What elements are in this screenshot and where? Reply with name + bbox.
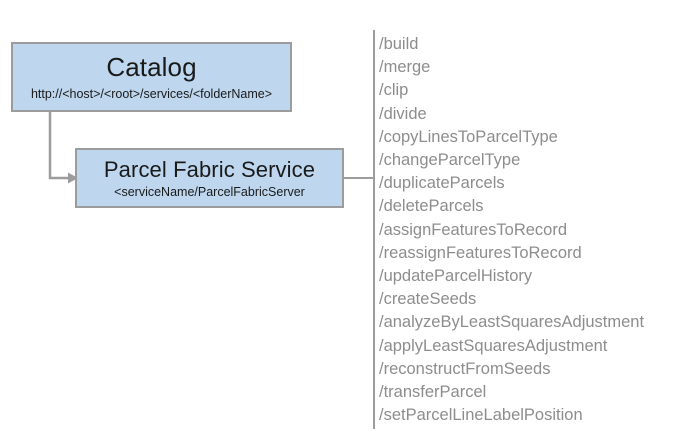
operation-item: /setParcelLineLabelPosition: [379, 406, 583, 425]
operation-item: /updateParcelHistory: [379, 267, 533, 286]
operation-item: /createSeeds: [379, 290, 477, 309]
operation-item: /applyLeastSquaresAdjustment: [379, 336, 608, 355]
operation-item: /clip: [379, 81, 409, 100]
catalog-to-service-connector: [48, 112, 68, 180]
service-title: Parcel Fabric Service: [103, 156, 316, 182]
catalog-node: Catalog http://<host>/<root>/services/<f…: [11, 42, 292, 112]
catalog-url: http://<host>/<root>/services/<folderNam…: [30, 87, 273, 102]
operation-item: /reconstructFromSeeds: [379, 359, 551, 378]
parcel-fabric-service-node: Parcel Fabric Service <serviceName/Parce…: [75, 148, 344, 208]
operation-item: /build: [379, 35, 419, 53]
operation-item: /duplicateParcels: [379, 174, 505, 193]
service-path: <serviceName/ParcelFabricServer: [114, 184, 305, 199]
operation-item: /changeParcelType: [379, 151, 521, 170]
catalog-title: Catalog: [106, 51, 197, 82]
operations-list: /build/merge/clip/divide/copyLinesToParc…: [379, 33, 684, 427]
operation-item: /assignFeaturesToRecord: [379, 220, 568, 239]
operation-item: /analyzeByLeastSquaresAdjustment: [379, 313, 645, 332]
operation-item: /copyLinesToParcelType: [379, 127, 558, 146]
operation-item: /divide: [379, 104, 427, 123]
operation-item: /reassignFeaturesToRecord: [379, 243, 582, 262]
operation-item: /deleteParcels: [379, 197, 484, 216]
operation-item: /transferParcel: [379, 383, 487, 402]
operation-item: /merge: [379, 58, 431, 77]
